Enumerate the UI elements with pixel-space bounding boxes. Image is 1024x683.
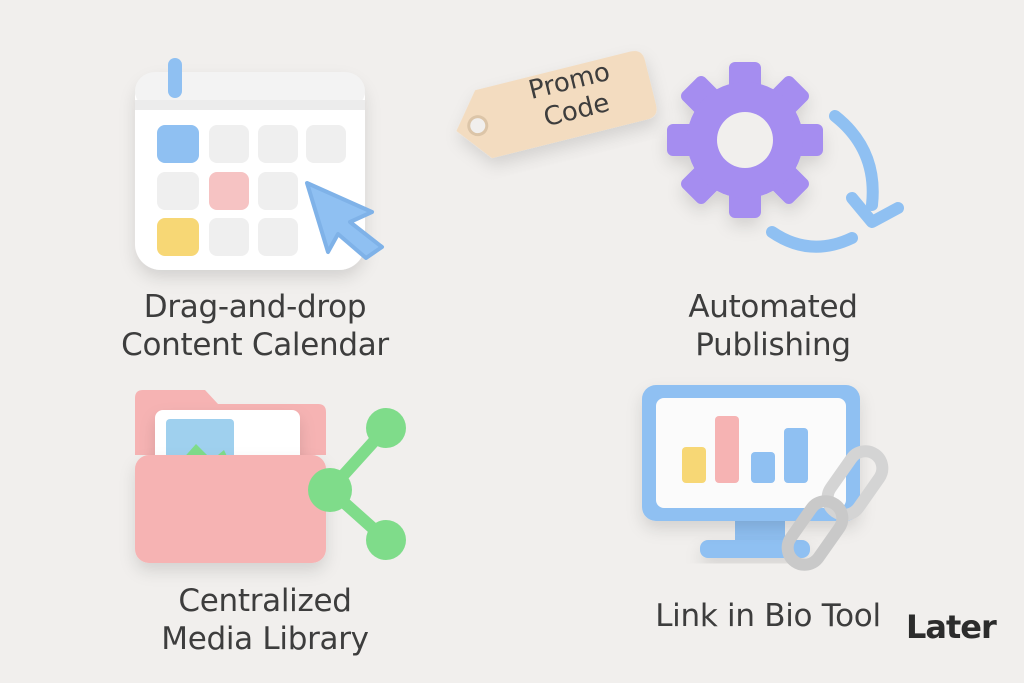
feature-label: Automated Publishing xyxy=(618,288,928,364)
feature-label: Drag-and-drop Content Calendar xyxy=(95,288,415,364)
feature-label-line2: Content Calendar xyxy=(121,327,389,363)
feature-label-line1: Link in Bio Tool xyxy=(655,598,881,634)
feature-label: Link in Bio Tool xyxy=(618,597,918,635)
feature-label-line2: Publishing xyxy=(695,327,851,363)
feature-label-line2: Media Library xyxy=(161,621,369,657)
feature-label-line1: Drag-and-drop xyxy=(143,289,367,325)
brand-logo: Later xyxy=(906,608,997,646)
feature-label: Centralized Media Library xyxy=(105,582,425,658)
feature-label-line1: Automated xyxy=(688,289,858,325)
feature-label-line1: Centralized xyxy=(178,583,352,619)
